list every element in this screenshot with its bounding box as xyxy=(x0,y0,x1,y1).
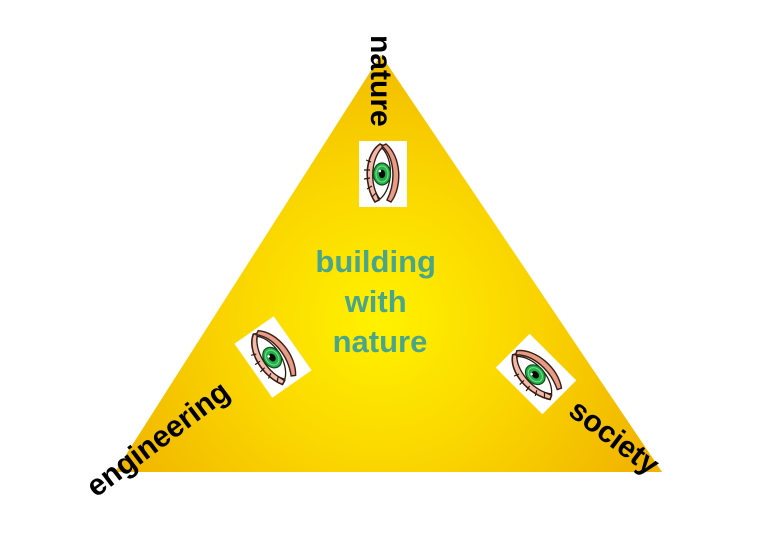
vertex-label-nature: nature xyxy=(364,35,397,127)
center-line-1: building xyxy=(315,244,436,279)
center-line-3: nature xyxy=(333,324,428,359)
center-label: building with nature xyxy=(315,244,444,359)
center-line-2: with xyxy=(344,284,407,319)
eye-icon xyxy=(358,140,408,208)
